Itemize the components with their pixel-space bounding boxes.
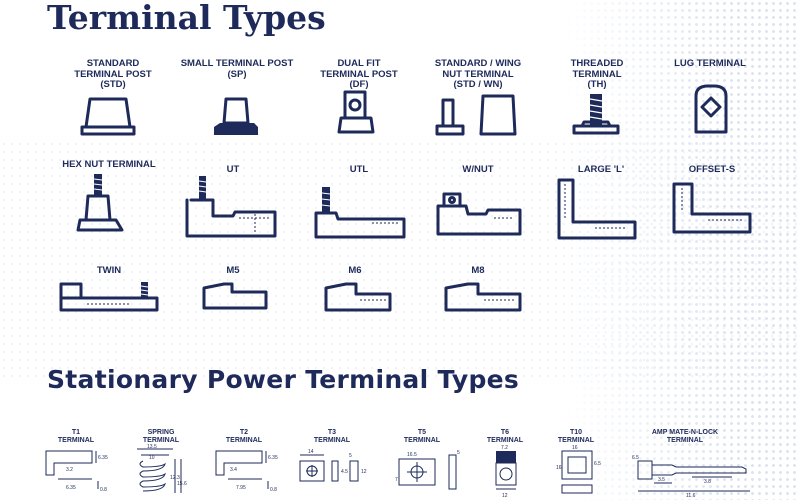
svg-text:0.8: 0.8 — [100, 487, 107, 493]
threaded-terminal-icon — [572, 94, 620, 135]
label-hex-nut-terminal: HEX NUT TERMINAL — [62, 159, 156, 170]
label-m5: M5 — [226, 265, 240, 276]
label-offset-s: OFFSET-S — [688, 164, 736, 175]
w-nut-terminal-icon — [436, 192, 522, 236]
main-title: Terminal Types — [47, 0, 326, 37]
svg-text:13.5: 13.5 — [147, 444, 157, 450]
label-large-l: LARGE 'L' — [577, 164, 625, 175]
svg-text:10: 10 — [149, 455, 155, 461]
svg-text:14: 14 — [308, 449, 314, 455]
utl-terminal-icon — [314, 187, 406, 239]
svg-text:3.2: 3.2 — [66, 467, 73, 473]
svg-text:6.35: 6.35 — [98, 455, 108, 461]
label-m8: M8 — [471, 265, 485, 276]
svg-text:16: 16 — [572, 445, 578, 451]
amp-mate-n-lock-drawing-icon: 3.8 3.5 11.6 6.5 — [632, 455, 750, 499]
t3-terminal-drawing-icon: 14 5 4.5 12 — [299, 449, 367, 482]
svg-text:4.5: 4.5 — [341, 469, 348, 475]
t2-terminal-drawing-icon: 3.4 7.95 0.8 6.35 — [215, 450, 278, 493]
t5-terminal-drawing-icon: 16.5 5 7 — [395, 450, 460, 490]
svg-text:6.5: 6.5 — [632, 455, 639, 461]
twin-terminal-icon — [59, 282, 159, 312]
label-twin: TWIN — [96, 265, 122, 276]
svg-text:7.2: 7.2 — [501, 445, 508, 451]
small-post-icon — [214, 97, 258, 135]
m5-terminal-icon — [202, 282, 268, 310]
label-small-post: SMALL TERMINAL POST(SP) — [180, 58, 294, 80]
stationary-title: Stationary Power Terminal Types — [47, 365, 520, 394]
svg-text:7.95: 7.95 — [236, 485, 246, 491]
lug-terminal-icon — [694, 84, 728, 134]
m6-terminal-icon — [324, 282, 392, 312]
svg-text:7: 7 — [395, 477, 398, 483]
offset-s-terminal-icon — [672, 182, 752, 234]
svg-text:6.35: 6.35 — [66, 485, 76, 491]
svg-text:5: 5 — [349, 453, 352, 459]
m8-terminal-icon — [444, 282, 522, 312]
halftone-band — [0, 140, 800, 380]
dual-fit-post-icon — [337, 90, 375, 134]
svg-text:3.8: 3.8 — [704, 479, 711, 485]
standard-post-icon — [80, 97, 136, 136]
t6-terminal-drawing-icon: 7.2 12 — [495, 445, 517, 499]
svg-text:16: 16 — [556, 465, 562, 471]
t10-terminal-drawing-icon: 16 6.5 16 — [556, 445, 601, 494]
ut-terminal-icon — [185, 176, 277, 238]
svg-text:3.4: 3.4 — [230, 467, 237, 473]
svg-text:12: 12 — [502, 493, 508, 499]
svg-text:5: 5 — [457, 450, 460, 456]
svg-text:15.6: 15.6 — [177, 481, 187, 487]
label-ut: UT — [226, 164, 240, 175]
large-l-terminal-icon — [557, 178, 637, 240]
wing-nut-terminal-icon — [435, 94, 517, 136]
spring-terminal-drawing-icon: 13.5 10 12.3 15.6 — [137, 444, 187, 493]
label-w-nut: W/NUT — [462, 164, 494, 175]
svg-text:0.8: 0.8 — [270, 487, 277, 493]
svg-text:6.35: 6.35 — [268, 455, 278, 461]
svg-text:11.6: 11.6 — [686, 493, 696, 499]
svg-text:16.5: 16.5 — [407, 452, 417, 458]
svg-text:6.5: 6.5 — [594, 461, 601, 467]
svg-text:12.3: 12.3 — [170, 475, 180, 481]
svg-text:3.5: 3.5 — [658, 477, 665, 483]
hex-nut-terminal-icon — [76, 174, 124, 232]
label-m6: M6 — [348, 265, 362, 276]
label-utl: UTL — [349, 164, 369, 175]
t1-terminal-drawing-icon: 3.2 6.35 0.8 6.35 — [45, 450, 108, 493]
svg-text:12: 12 — [361, 469, 367, 475]
label-lug-terminal: LUG TERMINAL — [674, 58, 746, 69]
